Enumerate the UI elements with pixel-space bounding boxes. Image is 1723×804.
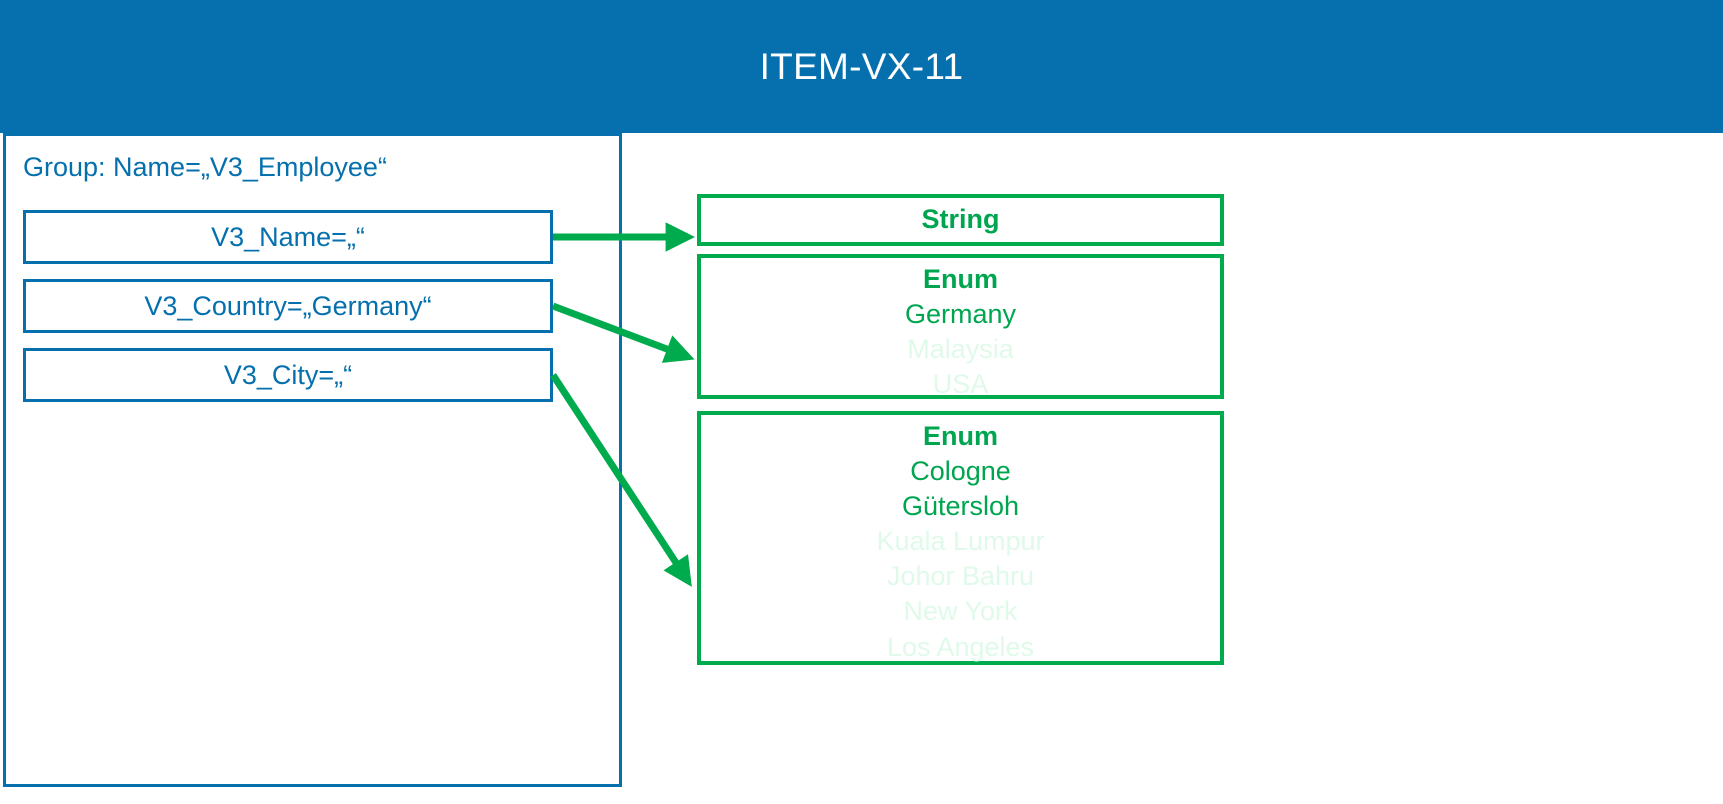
- enum-option-new-york[interactable]: New York: [903, 596, 1018, 627]
- enum-option-usa[interactable]: USA: [932, 369, 989, 400]
- field-label-v3-city: V3_City=„“: [223, 359, 353, 390]
- type-box-title-enum-city: Enum: [922, 421, 998, 451]
- type-box-enum-city[interactable]: Enum Cologne Gütersloh Kuala Lumpur Joho…: [697, 411, 1224, 665]
- enum-option-guetersloh[interactable]: Gütersloh: [901, 491, 1020, 522]
- field-box-v3-country[interactable]: V3_Country=„Germany“: [23, 279, 553, 333]
- field-box-v3-city[interactable]: V3_City=„“: [23, 348, 553, 402]
- header-bar: [0, 0, 1723, 133]
- type-box-title-string: String: [921, 204, 1000, 235]
- enum-option-los-angeles[interactable]: Los Angeles: [886, 631, 1035, 662]
- enum-option-cologne[interactable]: Cologne: [910, 456, 1011, 487]
- type-box-title-enum-country: Enum: [922, 264, 998, 294]
- enum-option-malaysia[interactable]: Malaysia: [907, 334, 1014, 365]
- field-label-v3-country: V3_Country=„Germany“: [144, 290, 432, 321]
- field-box-v3-name[interactable]: V3_Name=„“: [23, 210, 553, 264]
- enum-option-kuala-lumpur[interactable]: Kuala Lumpur: [876, 526, 1045, 557]
- group-panel-label: Group: Name=„V3_Employee“: [23, 152, 387, 182]
- type-box-enum-country[interactable]: Enum Germany Malaysia USA: [697, 254, 1224, 399]
- type-box-string[interactable]: String: [697, 194, 1224, 246]
- field-label-v3-name: V3_Name=„“: [211, 221, 365, 252]
- page-title: ITEM-VX-11: [759, 45, 964, 87]
- enum-option-germany[interactable]: Germany: [904, 299, 1017, 330]
- enum-option-johor-bahru[interactable]: Johor Bahru: [886, 561, 1035, 592]
